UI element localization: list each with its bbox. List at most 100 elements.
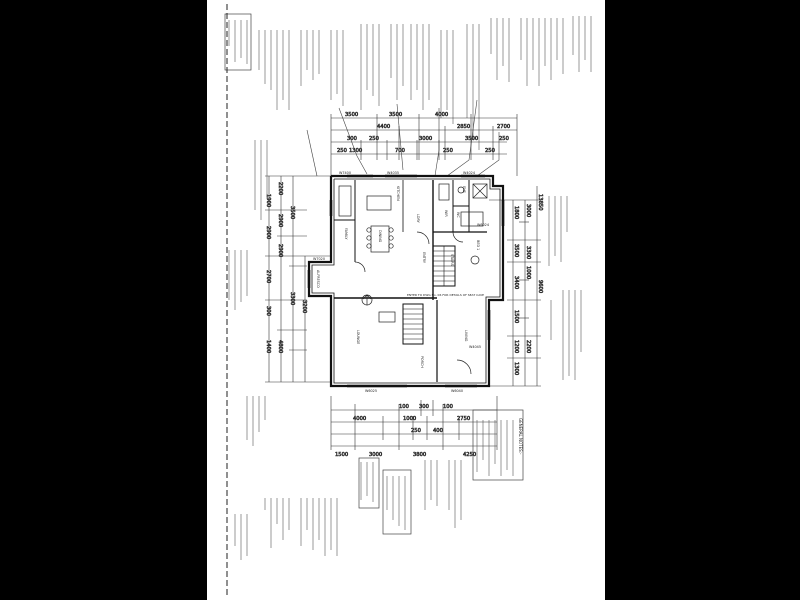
kitchen-island [366, 195, 392, 211]
dim-left-8: 3500 [289, 206, 295, 219]
dim-top-4: 2850 [457, 124, 470, 130]
window-code-0: W7400 [339, 171, 351, 175]
room-tag-10: STAIRS [450, 254, 454, 266]
dim-top-6: 1300 [349, 148, 362, 154]
floor-plan-drawing: 3500 3500 4000 4400 2850 2700 1300 700 3… [224, 4, 592, 596]
room-tag-12: LDRY [416, 214, 420, 224]
left-dimension-strings: 1900 2900 2700 300 1400 2200 2900 2900 3… [265, 175, 331, 383]
room-tag-2: KITCHEN [396, 186, 400, 201]
fixtures [338, 183, 488, 375]
top-dimension-strings: 3500 3500 4000 4400 2850 2700 1300 700 3… [330, 112, 518, 176]
dim-left-2: 2700 [265, 270, 271, 283]
dim-bottom-7: 300 [419, 404, 429, 410]
room-tag-6: ENS [462, 186, 466, 193]
room-tag-11: WC [456, 212, 460, 218]
dim-top-15: 250 [499, 136, 509, 142]
room-tag-4: LIVING [464, 330, 468, 342]
room-tag-5: BED 1 [476, 240, 480, 250]
dim-right-8: 2200 [525, 340, 531, 353]
shower-fixture [472, 183, 488, 199]
dim-top-0: 3500 [345, 112, 358, 118]
dim-top-3: 4400 [377, 124, 390, 130]
dim-top-13: 250 [485, 148, 495, 154]
dim-right-9: 1200 [513, 340, 519, 353]
dim-bottom-0: 1500 [335, 452, 348, 458]
dim-left-9: 3300 [289, 292, 295, 305]
dim-right-0: 1800 [513, 206, 519, 219]
window-code-1: W4035 [387, 171, 399, 175]
door-swing [416, 231, 430, 245]
dim-top-5: 2700 [497, 124, 510, 130]
entry-note: ENTER TO DWG No. 06 FOR DETAILS OF SEAT … [407, 293, 484, 297]
dim-top-11: 250 [369, 136, 379, 142]
general-notes-heading: GENERAL NOTES:- [518, 418, 523, 455]
dim-top-7: 700 [395, 148, 405, 154]
window-markers [307, 174, 505, 388]
toilet-fixture [457, 186, 465, 194]
dim-left-6: 2900 [277, 214, 283, 227]
dim-right-7: 1000 [525, 266, 531, 279]
dim-left-10: 3200 [301, 300, 307, 313]
dim-right-10: 1300 [513, 362, 519, 375]
dim-top-2: 4000 [435, 112, 448, 118]
room-tag-13: PORCH [420, 356, 424, 368]
drawing-sheet: 3500 3500 4000 4400 2850 2700 1300 700 3… [207, 0, 605, 600]
dim-top-14: 250 [337, 148, 347, 154]
dim-bottom-8: 400 [433, 428, 443, 434]
bottom-dimension-strings: 1500 3000 3800 4250 4000 1000 2750 300 4… [330, 396, 498, 458]
floor-plan-walls [307, 174, 505, 388]
window-code-3: W6025 [365, 389, 377, 393]
window-code-5: W7020 [313, 257, 325, 261]
top-note-box [224, 13, 252, 71]
top-notes-scribble [228, 16, 592, 150]
dim-left-1: 2900 [265, 226, 271, 239]
dim-bottom-9: 250 [411, 428, 421, 434]
lounge-sofa [378, 311, 396, 323]
dim-top-1: 3500 [389, 112, 402, 118]
plan-labels: W7400 W4035 W4024 W6025 W6040 W7020 W404… [313, 171, 489, 393]
dim-top-8: 3000 [419, 136, 432, 142]
room-tag-3: FAMILY [344, 228, 348, 240]
dim-right-4: 9600 [537, 280, 543, 293]
top-notes [224, 13, 592, 150]
dim-left-11: 4800 [277, 340, 283, 353]
dim-right-6: 3300 [525, 246, 531, 259]
window-code-2: W4024 [463, 171, 475, 175]
bottom-notes-text [234, 420, 514, 560]
dim-right-3: 1500 [513, 310, 519, 323]
north-arrow-icon [361, 294, 373, 306]
window-code-6: W4045 [469, 345, 481, 349]
dim-bottom-6: 2750 [457, 416, 470, 422]
window-code-4: W6040 [451, 389, 463, 393]
dim-top-9: 3500 [465, 136, 478, 142]
bottom-notes [358, 409, 524, 535]
dim-top-10: 300 [347, 136, 357, 142]
dim-bottom-2: 3800 [413, 452, 426, 458]
dim-bottom-1: 3000 [369, 452, 382, 458]
note-box-b [382, 469, 412, 535]
room-tag-7: WIR [444, 210, 448, 217]
dim-left-0: 1900 [265, 194, 271, 207]
general-notes-box [472, 409, 524, 481]
dim-left-5: 2200 [277, 182, 283, 195]
dim-bottom-10: 100 [399, 404, 409, 410]
note-box-a [358, 457, 380, 509]
dim-left-4: 1400 [265, 340, 271, 353]
dim-bottom-11: 100 [443, 404, 453, 410]
dim-bottom-4: 4000 [353, 416, 366, 422]
dim-left-7: 2900 [277, 244, 283, 257]
dim-left-3: 300 [265, 306, 271, 316]
dim-top-12: 250 [443, 148, 453, 154]
room-tag-0: LOUNGE [356, 330, 360, 344]
room-tag-1: DINING [378, 230, 382, 243]
dim-bottom-3: 4250 [463, 452, 476, 458]
dim-bottom-5: 1000 [403, 416, 416, 422]
dim-right-11: 13850 [537, 194, 543, 211]
room-tag-9: ENTRY [422, 252, 426, 264]
room-tag-8: ALFRESCO [316, 270, 320, 288]
bath-fixture [438, 183, 450, 201]
dim-right-5: 3000 [525, 204, 531, 217]
dim-right-2: 3400 [513, 276, 519, 289]
dim-right-1: 3500 [513, 244, 519, 257]
window-code-7: W6024 [477, 223, 489, 227]
